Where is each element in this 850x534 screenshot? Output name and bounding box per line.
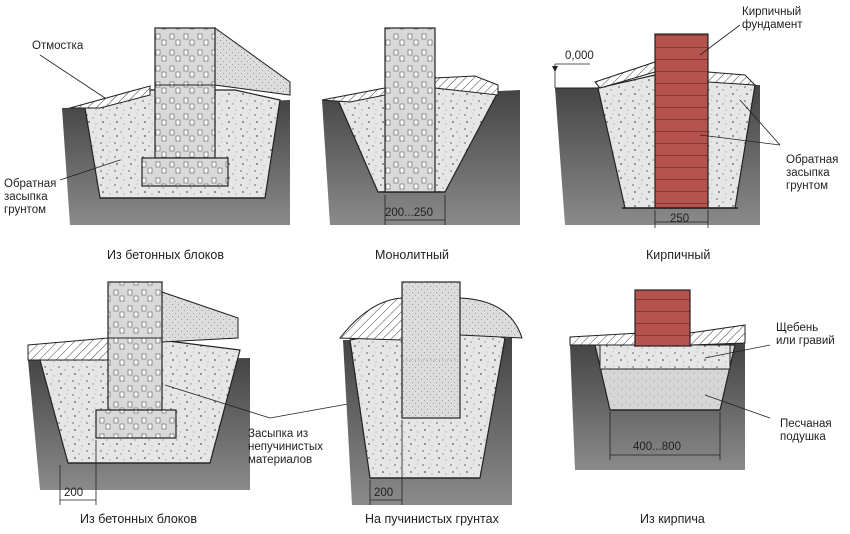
diagram-concrete-blocks-top [39, 27, 291, 225]
caption-brick-top: Кирпичный [646, 248, 711, 262]
caption-heaving-soil: На пучинистых грунтах [365, 512, 499, 526]
diagram-brick-bottom [569, 289, 771, 470]
dimension-monolithic: 200...250 [385, 207, 433, 219]
diagram-brick-top [552, 24, 781, 228]
caption-monolithic: Монолитный [375, 248, 449, 262]
label-backfill-left: Обратная засыпка грунтом [4, 178, 57, 216]
label-backfill-right: Обратная засыпка грунтом [786, 154, 839, 192]
diagram-heaving-soil [338, 281, 523, 505]
dimension-blocks-bottom: 200 [64, 487, 84, 499]
dimension-brick-bottom: 400...800 [633, 441, 681, 453]
label-fill-non-heaving: Засыпка из непучинистых материалов [248, 428, 323, 466]
label-gravel: Щебень или гравий [776, 322, 835, 347]
label-level: 0,000 [565, 50, 594, 62]
diagram-concrete-blocks-bottom [27, 281, 371, 505]
caption-brick-bottom: Из кирпича [640, 512, 705, 526]
label-sand-cushion: Песчаная подушка [780, 418, 832, 443]
dimension-brick-top: 250 [670, 213, 690, 225]
caption-concrete-blocks-top: Из бетонных блоков [107, 248, 224, 262]
caption-concrete-blocks-bottom: Из бетонных блоков [80, 512, 197, 526]
diagram-monolithic [321, 27, 520, 225]
label-otmostka: Отмостка [32, 40, 84, 52]
label-brick-foundation: Кирпичный фундамент [742, 6, 803, 31]
dimension-heaving: 200 [374, 487, 394, 499]
